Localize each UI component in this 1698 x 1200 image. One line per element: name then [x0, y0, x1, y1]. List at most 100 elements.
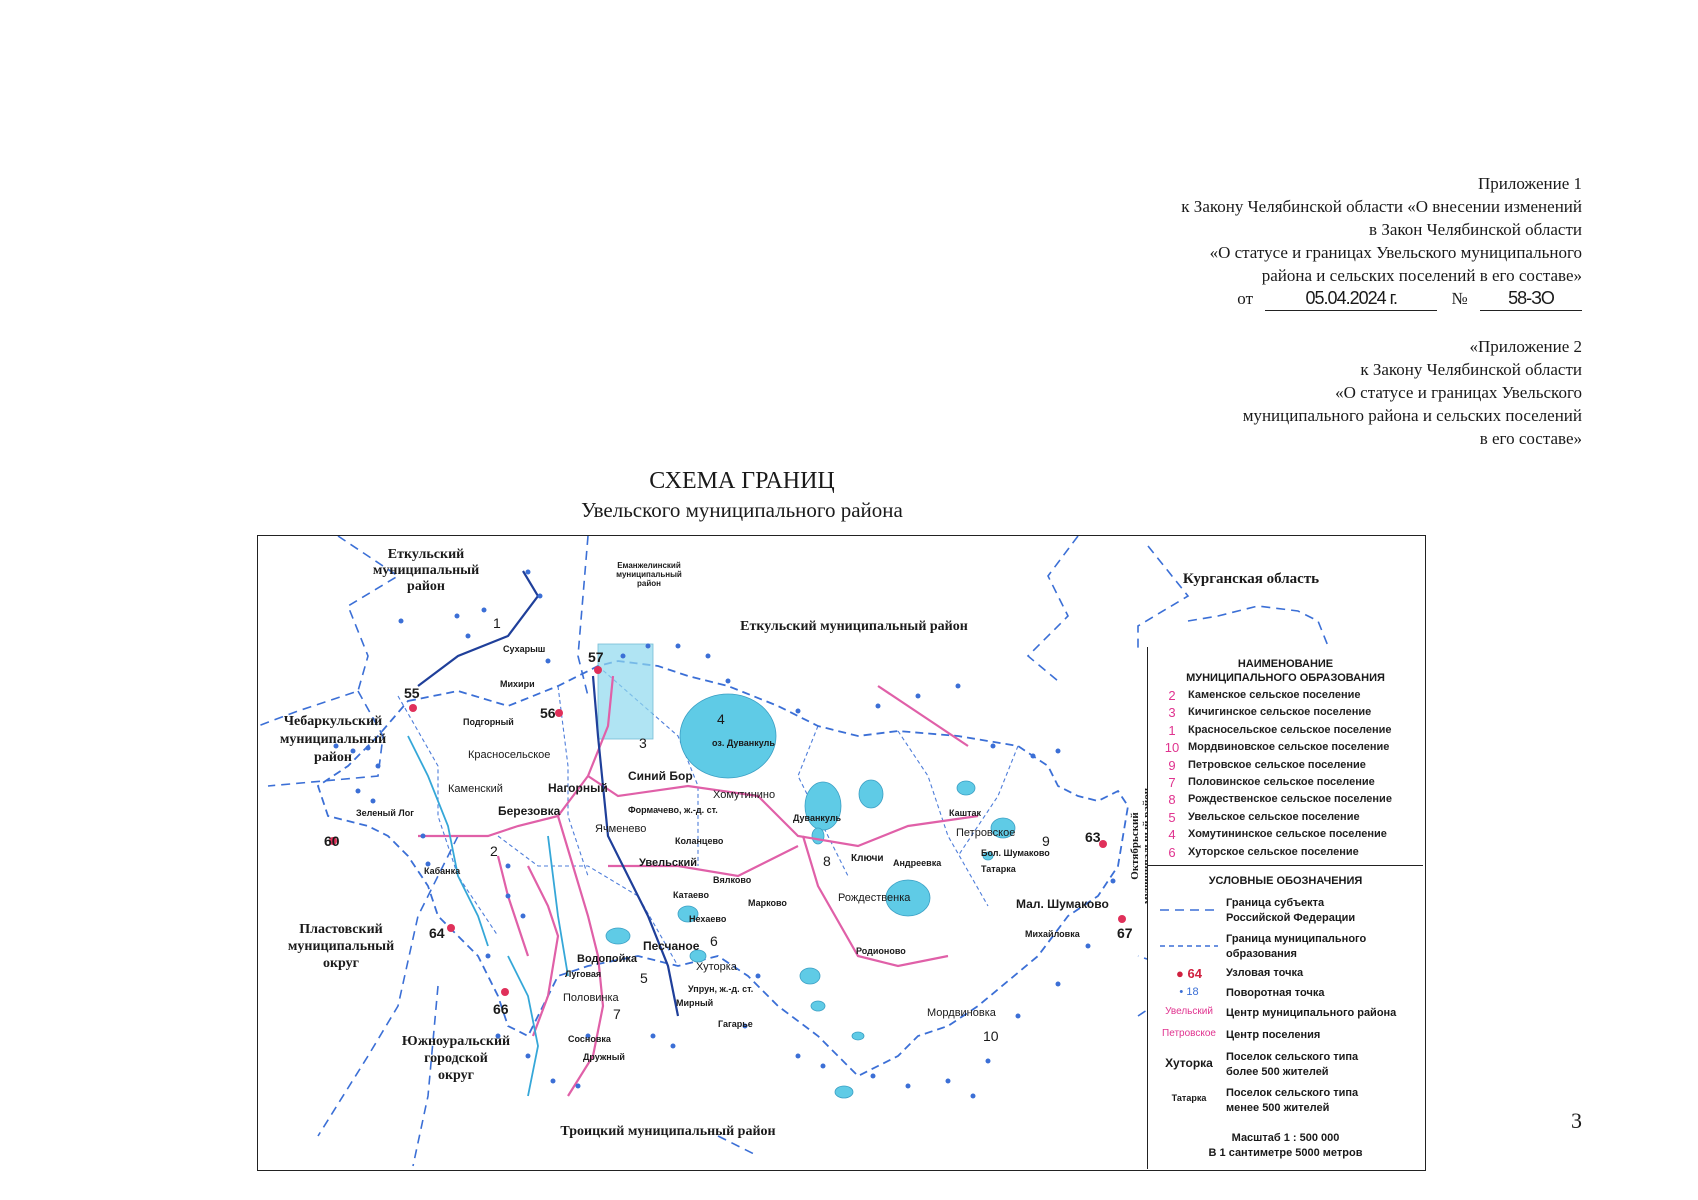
- legend-header: НАИМЕНОВАНИЕ: [1237, 658, 1334, 670]
- law-date-number-line: от 05.04.2024 г. № 58-ЗО: [1181, 287, 1582, 311]
- desc-line: Граница субъекта: [1226, 896, 1325, 909]
- roads: [418, 675, 979, 1097]
- settlement-label: Дуванкуль: [793, 813, 841, 823]
- legend-symbol-row: • 18 Поворотная точка: [1148, 986, 1423, 1006]
- legend-symbol-desc: Узловая точка: [1226, 966, 1304, 979]
- neighbor-line: Еманжелинский: [617, 561, 681, 570]
- legend-entry-name: Увельское сельское поселение: [1188, 810, 1360, 823]
- settlement-label: Родионово: [856, 946, 906, 956]
- district-number: 7: [613, 1006, 621, 1022]
- settlement-label: Бол. Шумаково: [981, 848, 1050, 858]
- node-point-label: 55: [404, 685, 420, 701]
- legend-entry-name: Рождественское сельское поселение: [1188, 793, 1392, 806]
- settlement-label: Нехаево: [689, 914, 727, 924]
- district-number: 10: [983, 1028, 999, 1044]
- legend-entry-num: 3: [1168, 705, 1176, 721]
- node-point-marker: [409, 704, 417, 712]
- node-point-marker: [1118, 915, 1126, 923]
- big-village-sample: Хуторка: [1165, 1055, 1213, 1070]
- district-number: 9: [1042, 833, 1050, 849]
- settlement-label: Синий Бор: [628, 769, 693, 783]
- law-number: 58-ЗО: [1480, 287, 1582, 311]
- legend-symbol-desc: Центр муниципального района: [1226, 1006, 1397, 1019]
- neighbor-line: район: [314, 750, 352, 765]
- district-number: 5: [640, 970, 648, 986]
- legend-symbol-row: Петровское Центр поселения: [1148, 1028, 1423, 1050]
- settlement-label: Петровское: [956, 827, 1015, 839]
- title-line-2: Увельского муниципального района: [581, 498, 903, 522]
- settlement-labels: Сухарыш Михири Подгорный Красносельское …: [356, 644, 1109, 1062]
- desc-line: образования: [1226, 947, 1297, 960]
- small-village-sample: Татарка: [1171, 1092, 1207, 1103]
- legend-header: МУНИЦИПАЛЬНОГО ОБРАЗОВАНИЯ: [1186, 672, 1385, 684]
- railway: [417, 570, 680, 1017]
- settlement-label: Вялково: [713, 875, 752, 885]
- settlement-label: Подгорный: [463, 717, 514, 727]
- legend-entry-num: 5: [1168, 809, 1176, 825]
- external-boundaries: [258, 536, 1329, 1167]
- appendix-2-block: «Приложение 2 к Закону Челябинской облас…: [1243, 335, 1582, 450]
- appendix-1-line: района и сельских поселений в его состав…: [1261, 266, 1582, 285]
- legend-entry-name: Хуторское сельское поселение: [1188, 845, 1359, 858]
- settlement-label: Водопойка: [577, 953, 638, 965]
- settlement-label: Сосновка: [568, 1034, 612, 1044]
- settlement-label: Песчаное: [643, 939, 700, 953]
- page-number: 3: [1571, 1108, 1582, 1133]
- settlement-label: Половинка: [563, 992, 620, 1004]
- lake-label: оз. Дуванкуль: [712, 738, 775, 748]
- settlement-label: Дружный: [583, 1052, 625, 1062]
- settlement-label: Увельский: [639, 857, 697, 869]
- node-point-label: 63: [1085, 829, 1101, 845]
- settlement-label: Андреевка: [893, 858, 942, 868]
- neighbor-label: Еткульский муниципальный район: [740, 619, 968, 634]
- settlement-label: Кабанка: [424, 866, 461, 876]
- legend-entry-name: Мордвиновское сельское поселение: [1188, 741, 1390, 754]
- legend-entry-num: 2: [1168, 688, 1176, 703]
- map-scale: Масштаб 1 : 500 000 В 1 сантиметре 5000 …: [1148, 1131, 1423, 1161]
- node-point-label: 64: [429, 925, 445, 941]
- scale-line: В 1 сантиметре 5000 метров: [1208, 1147, 1363, 1159]
- neighbor-line: Пластовский: [299, 922, 382, 937]
- node-point-marker: [329, 837, 337, 845]
- node-point-icon: ● 64: [1176, 965, 1202, 981]
- legend-entry-name: Красносельское сельское поселение: [1188, 723, 1392, 736]
- settlement-label: Хомутинино: [713, 789, 775, 801]
- settlement-label: Формачево, ж.-д. ст.: [628, 805, 718, 815]
- settlement-label: Татарка: [981, 864, 1017, 874]
- neighbor-line: муниципальный: [616, 570, 682, 579]
- node-point-marker: [594, 666, 602, 674]
- desc-line: Поселок сельского типа: [1226, 1050, 1359, 1063]
- appendix-1-line: в Закон Челябинской области: [1369, 220, 1582, 239]
- neighbor-line: округ: [323, 956, 359, 971]
- node-point-label: 56: [540, 705, 556, 721]
- appendix-2-line: к Закону Челябинской области: [1360, 360, 1582, 379]
- legend-symbol-desc: Поселок сельского типа менее 500 жителей: [1226, 1086, 1358, 1116]
- legend-entry-name: Петровское сельское поселение: [1188, 758, 1366, 771]
- settlement-center-sample: Петровское: [1162, 1027, 1216, 1039]
- settlement-label: Марково: [748, 898, 787, 908]
- node-point-marker: [501, 988, 509, 996]
- subject-border-symbol: [1160, 909, 1218, 911]
- desc-line: Поселок сельского типа: [1226, 1086, 1359, 1099]
- settlement-label: Березовка: [498, 804, 561, 818]
- settlement-label: Нагорный: [548, 781, 608, 795]
- rivers: [407, 735, 569, 1097]
- law-date: 05.04.2024 г.: [1265, 287, 1438, 311]
- district-numbers: 1 2 3 4 5 6 7 8 9 10: [490, 615, 1050, 1044]
- district-number: 2: [490, 843, 498, 859]
- map-legend: НАИМЕНОВАНИЕ МУНИЦИПАЛЬНОГО ОБРАЗОВАНИЯ …: [1147, 647, 1423, 1169]
- settlement-label: Красносельское: [468, 749, 550, 761]
- settlement-label: Сухарыш: [503, 644, 545, 654]
- appendix-1-line: «О статусе и границах Увельского муницип…: [1209, 243, 1582, 262]
- desc-line: менее 500 жителей: [1226, 1101, 1330, 1114]
